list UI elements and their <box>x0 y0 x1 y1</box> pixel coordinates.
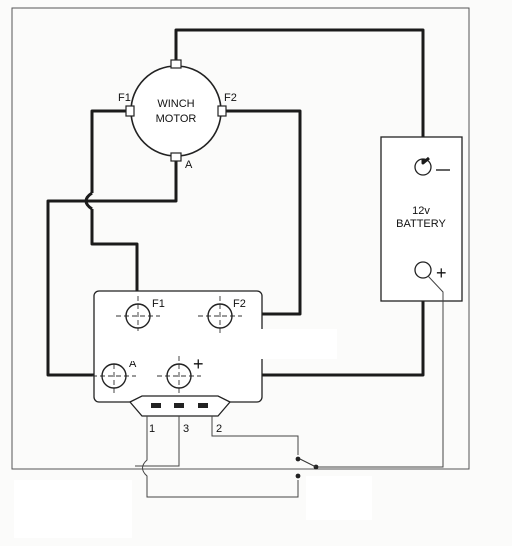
pin-1-label: 1 <box>149 423 155 435</box>
mask-box-3 <box>14 480 132 538</box>
wire-motor-a <box>46 158 178 377</box>
battery-negative-clamp <box>421 156 430 165</box>
wire-motor-f1-upper <box>90 109 130 193</box>
mask-box-1 <box>98 331 150 361</box>
pin-2-label: 2 <box>216 423 222 435</box>
solenoid-f2-terminal <box>207 303 233 329</box>
wire-battery-negative <box>174 28 425 159</box>
switch-contact-top <box>295 456 301 462</box>
solenoid-pos-terminal <box>166 363 192 389</box>
motor-f1-label: F1 <box>118 92 131 104</box>
mask-box-2 <box>229 329 337 359</box>
connector-pin-2 <box>198 403 208 408</box>
wire-pin-3 <box>135 416 180 467</box>
winch-motor: WINCH MOTOR F1 F2 A <box>118 59 237 171</box>
motor-a-label: A <box>185 159 193 171</box>
pin-3-label: 3 <box>183 423 189 435</box>
solenoid-f1-terminal <box>125 303 151 329</box>
outer-frame <box>11 7 470 470</box>
motor-top-terminal <box>170 59 182 69</box>
battery-positive-post <box>414 261 432 279</box>
control-circuit: 1 3 2 <box>135 416 319 498</box>
motor-a-terminal <box>170 152 182 162</box>
thin-wire-battery-to-switch <box>316 275 444 468</box>
switch-lever <box>299 458 317 468</box>
connector-pin-1 <box>151 403 161 408</box>
wire-pin-1 <box>142 416 299 498</box>
battery-label-line1: 12v <box>412 205 430 217</box>
motor-body <box>130 65 222 157</box>
battery-label-line2: BATTERY <box>396 218 446 230</box>
battery: + 12v BATTERY <box>380 136 463 302</box>
solenoid-f1-label: F1 <box>152 298 165 310</box>
motor-f2-label: F2 <box>224 92 237 104</box>
motor-f1-terminal <box>125 105 135 117</box>
wire-motor-f1-lower <box>90 209 139 314</box>
switch-contact-bottom <box>295 473 301 479</box>
battery-positive-symbol: + <box>436 263 447 283</box>
solenoid-pos-label: + <box>193 354 204 374</box>
motor-label-line1: WINCH <box>157 98 194 110</box>
solenoid-a-label: A <box>129 358 137 370</box>
motor-label-line2: MOTOR <box>156 113 197 125</box>
connector-pin-3 <box>174 403 184 408</box>
motor-f2-terminal <box>217 105 227 117</box>
solenoid-pack: F1 F2 A + <box>92 290 263 417</box>
wire-pin-2 <box>211 416 299 455</box>
mask-box-4 <box>306 476 372 520</box>
solenoid-a-terminal <box>101 363 127 389</box>
solenoid-f2-label: F2 <box>233 298 246 310</box>
